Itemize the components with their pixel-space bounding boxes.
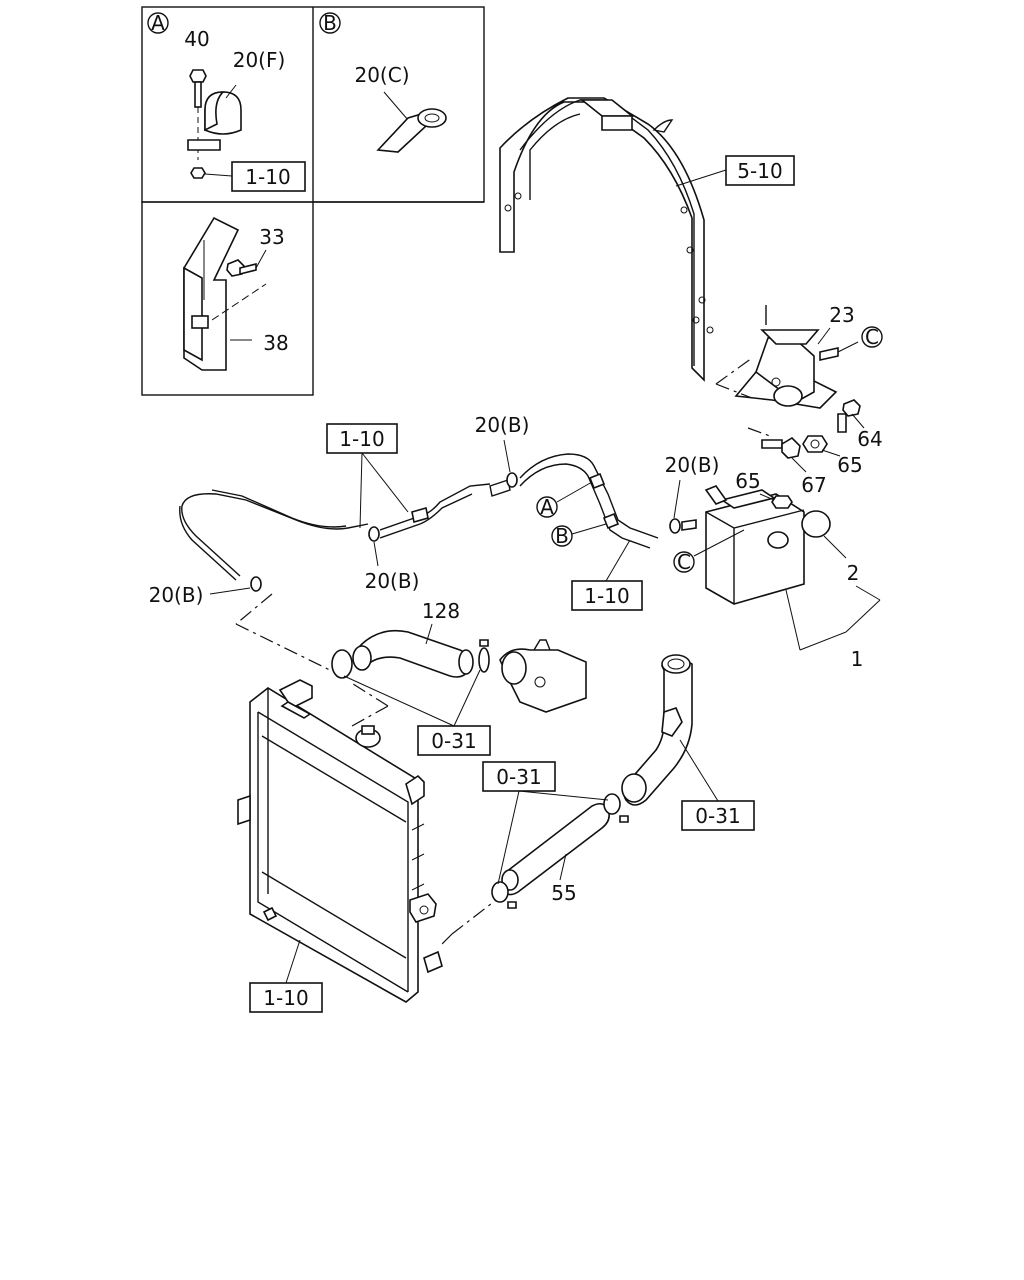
bolt-40-drawing [189, 69, 207, 160]
ref-inset-a: 1-10 [245, 165, 290, 189]
label-part-38: 38 [263, 331, 288, 355]
clip-20f-drawing [187, 84, 242, 151]
hose-clamp-lower-drawing [491, 793, 629, 909]
frame-bracket-drawing [499, 97, 714, 382]
ref-031-mid: 0-31 [496, 765, 541, 789]
ref-box-031-mid [482, 761, 556, 792]
circle-c-frame-marker [861, 326, 883, 348]
clip-20b-tank-drawing [669, 518, 697, 534]
ref-031-top: 0-31 [431, 729, 476, 753]
label-part-65-lower: 65 [837, 453, 862, 477]
label-part-55: 55 [551, 881, 576, 905]
inset-bracket: 33 38 [183, 216, 289, 371]
inset-b: B 20(C) [319, 11, 447, 153]
circle-b-marker [551, 525, 573, 547]
circle-c-tank-marker [673, 551, 695, 573]
circle-a-marker [536, 496, 558, 518]
ref-box-inset-a [231, 161, 306, 192]
bolt-67-drawing [761, 436, 801, 459]
lower-pipe-drawing [621, 654, 693, 806]
ref-box-hose-mid [571, 580, 643, 611]
label-part-20b-mid: 20(B) [365, 569, 420, 593]
ref-frame: 5-10 [737, 159, 782, 183]
thermostat-housing-drawing [499, 639, 587, 713]
mounting-bracket-23-drawing [734, 305, 838, 409]
label-part-128: 128 [422, 599, 460, 623]
label-part-64: 64 [857, 427, 882, 451]
clip-20c-drawing [376, 108, 447, 153]
label-part-20b-top: 20(B) [475, 413, 530, 437]
label-part-23: 23 [829, 303, 854, 327]
nut-65-lower-drawing [802, 435, 828, 453]
label-part-20b-left: 20(B) [149, 583, 204, 607]
ref-box-frame [725, 155, 795, 186]
inset-b-letter: B [323, 11, 337, 35]
bracket-38-drawing [183, 216, 240, 371]
radiator-drawing [237, 679, 443, 1003]
cap-2-drawing [801, 510, 831, 538]
ref-hose-mid: 1-10 [584, 584, 629, 608]
hose-clamp-upper-drawing [331, 639, 490, 679]
inset-b-marker [319, 12, 341, 34]
ref-031-right: 0-31 [695, 804, 740, 828]
ref-hose-left: 1-10 [339, 427, 384, 451]
bolt-33-drawing [226, 249, 267, 277]
label-part-40: 40 [184, 27, 209, 51]
bolt-c-drawing [819, 341, 859, 361]
upper-hose-128-drawing [352, 629, 474, 678]
inset-panels [141, 6, 485, 396]
circle-c-frame: C [865, 325, 879, 349]
clip-20b-clips-drawing [250, 472, 518, 592]
label-part-1: 1 [851, 647, 864, 671]
coolant-reservoir-drawing [704, 485, 805, 605]
circle-a: A [540, 495, 554, 519]
inset-a: A 40 20(F) 1-10 [147, 11, 306, 192]
nut-drawing [190, 167, 206, 179]
inset-a-letter: A [151, 11, 165, 35]
label-part-65-upper: 65 [735, 469, 760, 493]
label-part-33: 33 [259, 225, 284, 249]
label-part-20b-tank: 20(B) [665, 453, 720, 477]
label-part-2: 2 [847, 561, 860, 585]
overflow-hose-drawing [179, 453, 659, 581]
label-part-67: 67 [801, 473, 826, 497]
inset-a-marker [147, 12, 169, 34]
nut-65-upper-drawing [771, 495, 793, 509]
bolt-64-drawing [837, 399, 861, 433]
circle-b: B [555, 524, 569, 548]
circle-c-tank: C [677, 550, 691, 574]
label-part-20f: 20(F) [233, 48, 286, 72]
label-part-20c: 20(C) [354, 63, 409, 87]
ref-radiator: 1-10 [263, 986, 308, 1010]
